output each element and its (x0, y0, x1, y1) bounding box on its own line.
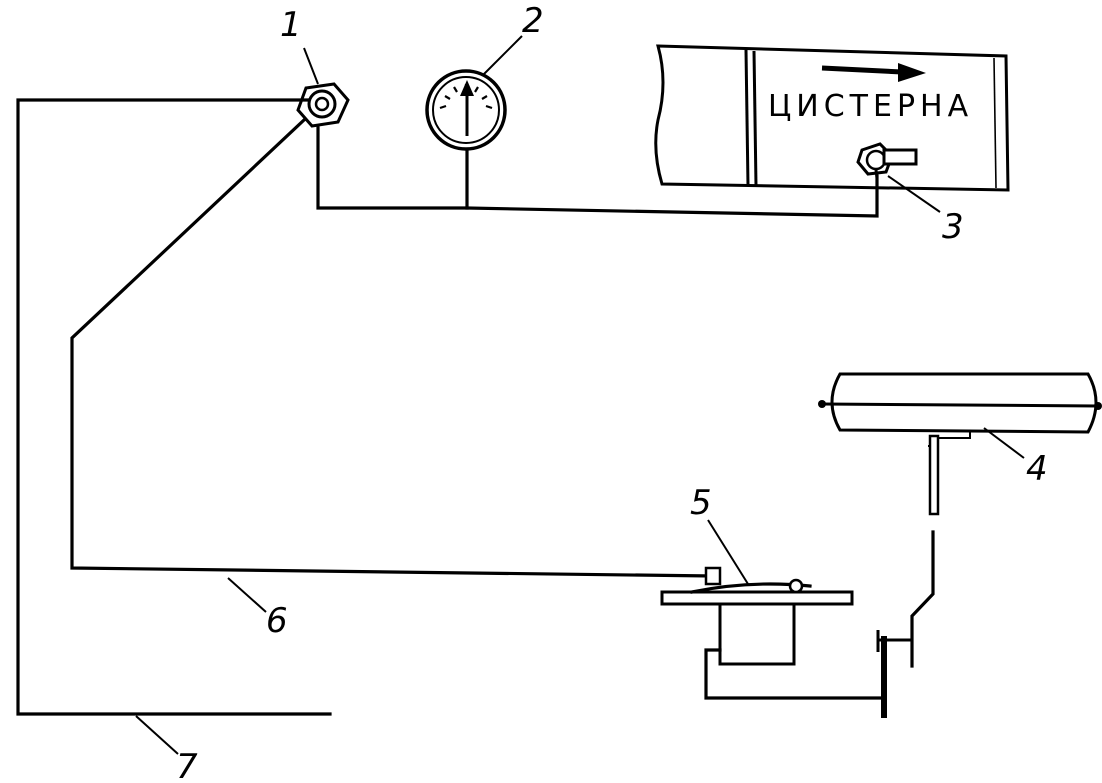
valve-1-icon (296, 82, 350, 128)
label-4: 4 (1026, 449, 1048, 489)
pipe-6 (70, 117, 714, 578)
pipe-valve1-to-valve3 (316, 126, 879, 218)
label-1: 1 (280, 5, 302, 45)
pressure-gauge-2-icon (425, 69, 507, 151)
reservoir-4 (818, 372, 1102, 718)
pipe-7 (16, 98, 332, 716)
label-7: 7 (176, 747, 198, 783)
label-6: 6 (266, 601, 288, 641)
tank-label: ЦИСТЕРНА (768, 89, 973, 124)
label-2: 2 (522, 1, 544, 41)
label-5: 5 (690, 483, 712, 523)
label-3: 3 (942, 207, 964, 247)
device-5 (660, 566, 886, 700)
direction-arrow-icon (821, 63, 926, 82)
tank-valve-3-icon (856, 142, 918, 179)
tank-car: ЦИСТЕРНА (654, 44, 1010, 192)
leader-lines (135, 35, 1025, 755)
